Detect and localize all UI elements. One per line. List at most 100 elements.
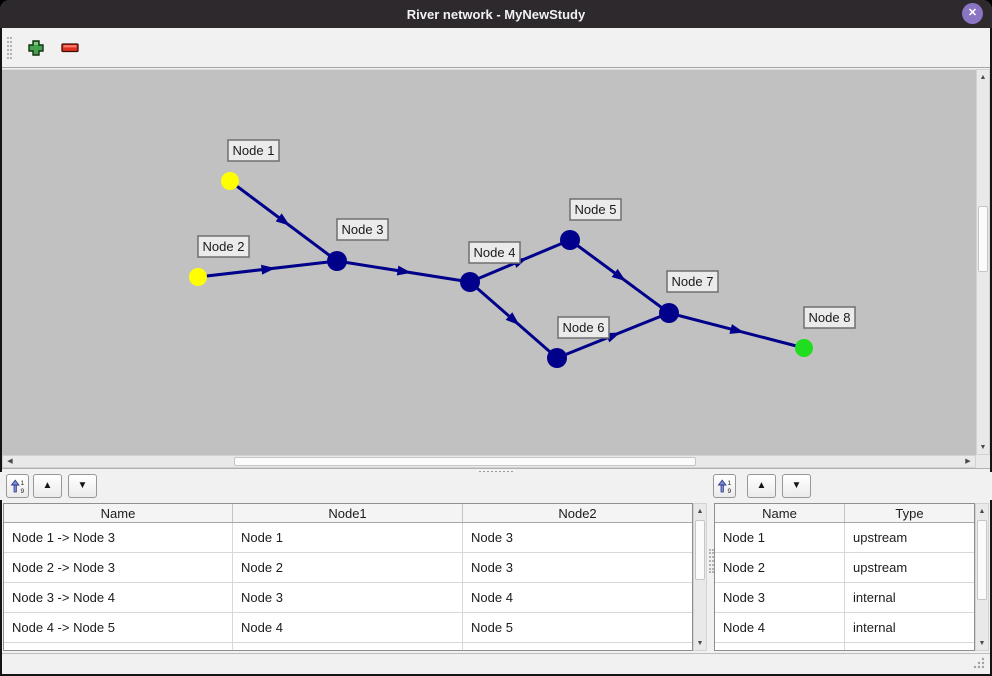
scroll-thumb[interactable] xyxy=(978,206,988,272)
tables-splitter-handle[interactable] xyxy=(709,549,714,573)
network-node[interactable] xyxy=(659,303,679,323)
network-node[interactable] xyxy=(327,251,347,271)
node-label-text: Node 2 xyxy=(203,239,245,254)
node-label-box[interactable] xyxy=(557,316,610,339)
branch-table-scrollbar[interactable]: ▲ ▼ xyxy=(693,503,707,651)
table-cell: upstream xyxy=(853,530,908,545)
down-triangle-icon: ▼ xyxy=(791,480,802,491)
branch-move-down-button[interactable]: ▼ xyxy=(68,474,97,498)
column-header[interactable]: Type xyxy=(895,505,924,521)
node-label-box[interactable] xyxy=(803,306,856,329)
branch-sort-button[interactable]: 1 9 xyxy=(6,474,29,498)
scroll-down-button[interactable]: ▼ xyxy=(977,441,989,453)
network-node[interactable] xyxy=(547,348,567,368)
up-triangle-icon: ▲ xyxy=(42,480,53,491)
table-cell: Node 3 xyxy=(715,583,845,612)
table-cell: Node 4 -> Node 5 xyxy=(4,613,233,642)
node-move-up-button[interactable]: ▲ xyxy=(747,474,776,498)
resize-grip-icon[interactable] xyxy=(972,656,986,670)
flow-arrow-icon xyxy=(729,324,745,334)
add-button[interactable] xyxy=(26,38,46,58)
node-table-scrollbar[interactable]: ▲ ▼ xyxy=(975,503,989,651)
table-cell: Node 1 xyxy=(233,523,463,552)
table-cell xyxy=(845,643,974,650)
node-move-down-button[interactable]: ▼ xyxy=(782,474,811,498)
column-header[interactable]: Name xyxy=(715,504,845,522)
up-arrow-icon: ▲ xyxy=(978,507,986,515)
toolbar xyxy=(2,28,990,68)
scroll-up-button[interactable]: ▲ xyxy=(694,505,706,517)
canvas-horizontal-scrollbar[interactable]: ◀ ▶ xyxy=(2,455,976,468)
node-table-header: Name Type xyxy=(715,504,974,523)
table-row[interactable]: Node 3 internal xyxy=(715,583,974,613)
network-node[interactable] xyxy=(795,339,813,357)
close-button[interactable]: ✕ xyxy=(962,3,983,24)
scroll-thumb[interactable] xyxy=(234,457,696,466)
titlebar[interactable]: River network - MyNewStudy ✕ xyxy=(0,0,992,28)
table-row[interactable]: Node 1 upstream xyxy=(715,523,974,553)
scroll-down-button[interactable]: ▼ xyxy=(694,637,706,649)
node-label-text: Node 4 xyxy=(474,245,516,260)
node-sort-button[interactable]: 1 9 xyxy=(713,474,736,498)
scroll-left-button[interactable]: ◀ xyxy=(4,456,16,467)
scroll-right-button[interactable]: ▶ xyxy=(962,456,974,467)
network-node[interactable] xyxy=(221,172,239,190)
up-triangle-icon: ▲ xyxy=(756,480,767,491)
sort-ascending-icon: 1 9 xyxy=(10,479,24,494)
node-label-text: Node 7 xyxy=(672,274,714,289)
canvas-vertical-scrollbar[interactable]: ▲ ▼ xyxy=(976,69,990,455)
node-label-box[interactable] xyxy=(336,218,389,241)
down-arrow-icon: ▼ xyxy=(979,443,987,451)
flow-arrow-icon xyxy=(260,264,276,275)
table-cell: Node 1 xyxy=(715,523,845,552)
column-header[interactable]: Name xyxy=(4,504,233,522)
table-cell: Node 5 xyxy=(471,620,513,635)
scrollbar-corner xyxy=(976,455,990,468)
scroll-up-button[interactable]: ▲ xyxy=(976,505,988,517)
branch-move-up-button[interactable]: ▲ xyxy=(33,474,62,498)
flow-arrow-icon xyxy=(611,268,626,282)
table-cell: internal xyxy=(853,590,896,605)
column-header[interactable]: Node2 xyxy=(558,505,597,521)
close-icon: ✕ xyxy=(967,7,978,19)
table-cell: Node 1 -> Node 3 xyxy=(4,523,233,552)
scroll-thumb[interactable] xyxy=(977,520,987,600)
column-header[interactable]: Node1 xyxy=(233,504,463,522)
table-cell: Node 3 -> Node 4 xyxy=(4,583,233,612)
panel-splitter[interactable] xyxy=(2,468,990,474)
toolbar-drag-handle[interactable] xyxy=(7,36,12,59)
scroll-up-button[interactable]: ▲ xyxy=(977,71,989,83)
svg-text:1: 1 xyxy=(727,480,731,487)
table-cell xyxy=(463,643,692,650)
network-node[interactable] xyxy=(460,272,480,292)
svg-text:1: 1 xyxy=(20,480,24,487)
flow-arrow-icon xyxy=(505,312,520,326)
scroll-thumb[interactable] xyxy=(695,520,705,580)
down-arrow-icon: ▼ xyxy=(978,639,986,647)
down-triangle-icon: ▼ xyxy=(77,480,88,491)
node-label-box[interactable] xyxy=(227,139,280,162)
network-node[interactable] xyxy=(189,268,207,286)
node-label-box[interactable] xyxy=(666,270,719,293)
up-arrow-icon: ▲ xyxy=(979,73,987,81)
node-label-box[interactable] xyxy=(197,235,250,258)
left-arrow-icon: ◀ xyxy=(7,458,13,465)
table-cell: Node 3 xyxy=(233,583,463,612)
network-node[interactable] xyxy=(560,230,580,250)
scroll-down-button[interactable]: ▼ xyxy=(976,637,988,649)
node-label-box[interactable] xyxy=(569,198,622,221)
remove-button[interactable] xyxy=(60,38,80,58)
table-cell xyxy=(233,643,463,650)
node-label-box[interactable] xyxy=(468,241,521,264)
table-cell: Node 3 xyxy=(471,530,513,545)
table-cell: Node 2 xyxy=(233,553,463,582)
